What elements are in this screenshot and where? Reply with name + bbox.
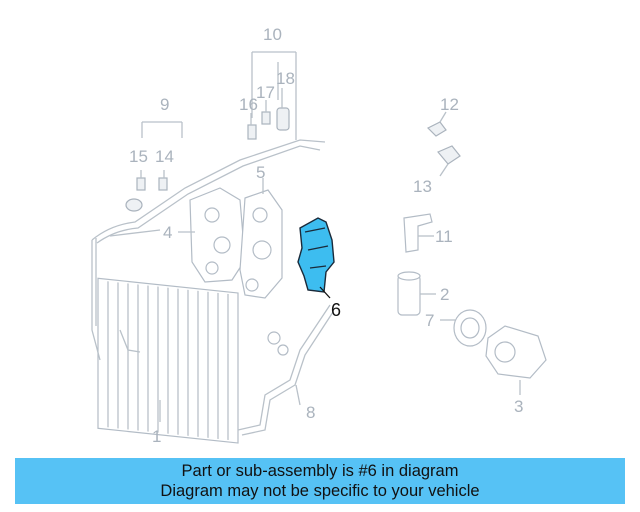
fittings [136,107,290,191]
bracket-part-11 [403,213,433,253]
callout-6: 6 [331,300,341,320]
callout-2: 2 [440,285,449,304]
bracket-part-5 [239,189,283,299]
drier-part-2 [397,271,421,316]
ac-hose-lines [91,139,334,436]
callout-10: 10 [263,25,282,44]
leader-lines [140,51,301,406]
compressor-part-3 [485,325,547,379]
condenser-part [97,277,239,444]
sensor-part-13 [437,145,461,165]
callout-17: 17 [256,83,275,102]
callout-4: 4 [163,223,172,242]
bracket-part-4 [189,187,246,283]
callout-18: 18 [276,69,295,88]
callout-13: 13 [413,177,432,196]
info-banner: Part or sub-assembly is #6 in diagram Di… [15,458,625,504]
leader-12 [439,111,447,123]
callout-1: 1 [152,427,161,446]
leader-6 [319,286,331,299]
banner-line-disclaimer: Diagram may not be specific to your vehi… [160,482,480,500]
callout-5: 5 [256,163,265,182]
callout-14: 14 [155,147,174,166]
highlighted-part-6 [297,217,335,293]
callout-15: 15 [129,147,148,166]
clutch-part-7 [453,309,487,347]
callout-16: 16 [239,95,258,114]
callout-12: 12 [440,95,459,114]
callout-11: 11 [435,227,453,246]
leader-13 [439,163,449,177]
callout-9: 9 [160,95,169,114]
banner-line-part-number: Part or sub-assembly is #6 in diagram [181,462,459,480]
callout-7: 7 [425,311,434,330]
callout-8: 8 [306,403,315,422]
sensor-part-12 [426,121,447,137]
callout-3: 3 [514,397,523,416]
parts-diagram: 1 2 3 4 5 6 7 8 9 10 11 12 13 14 15 16 1… [91,25,547,446]
